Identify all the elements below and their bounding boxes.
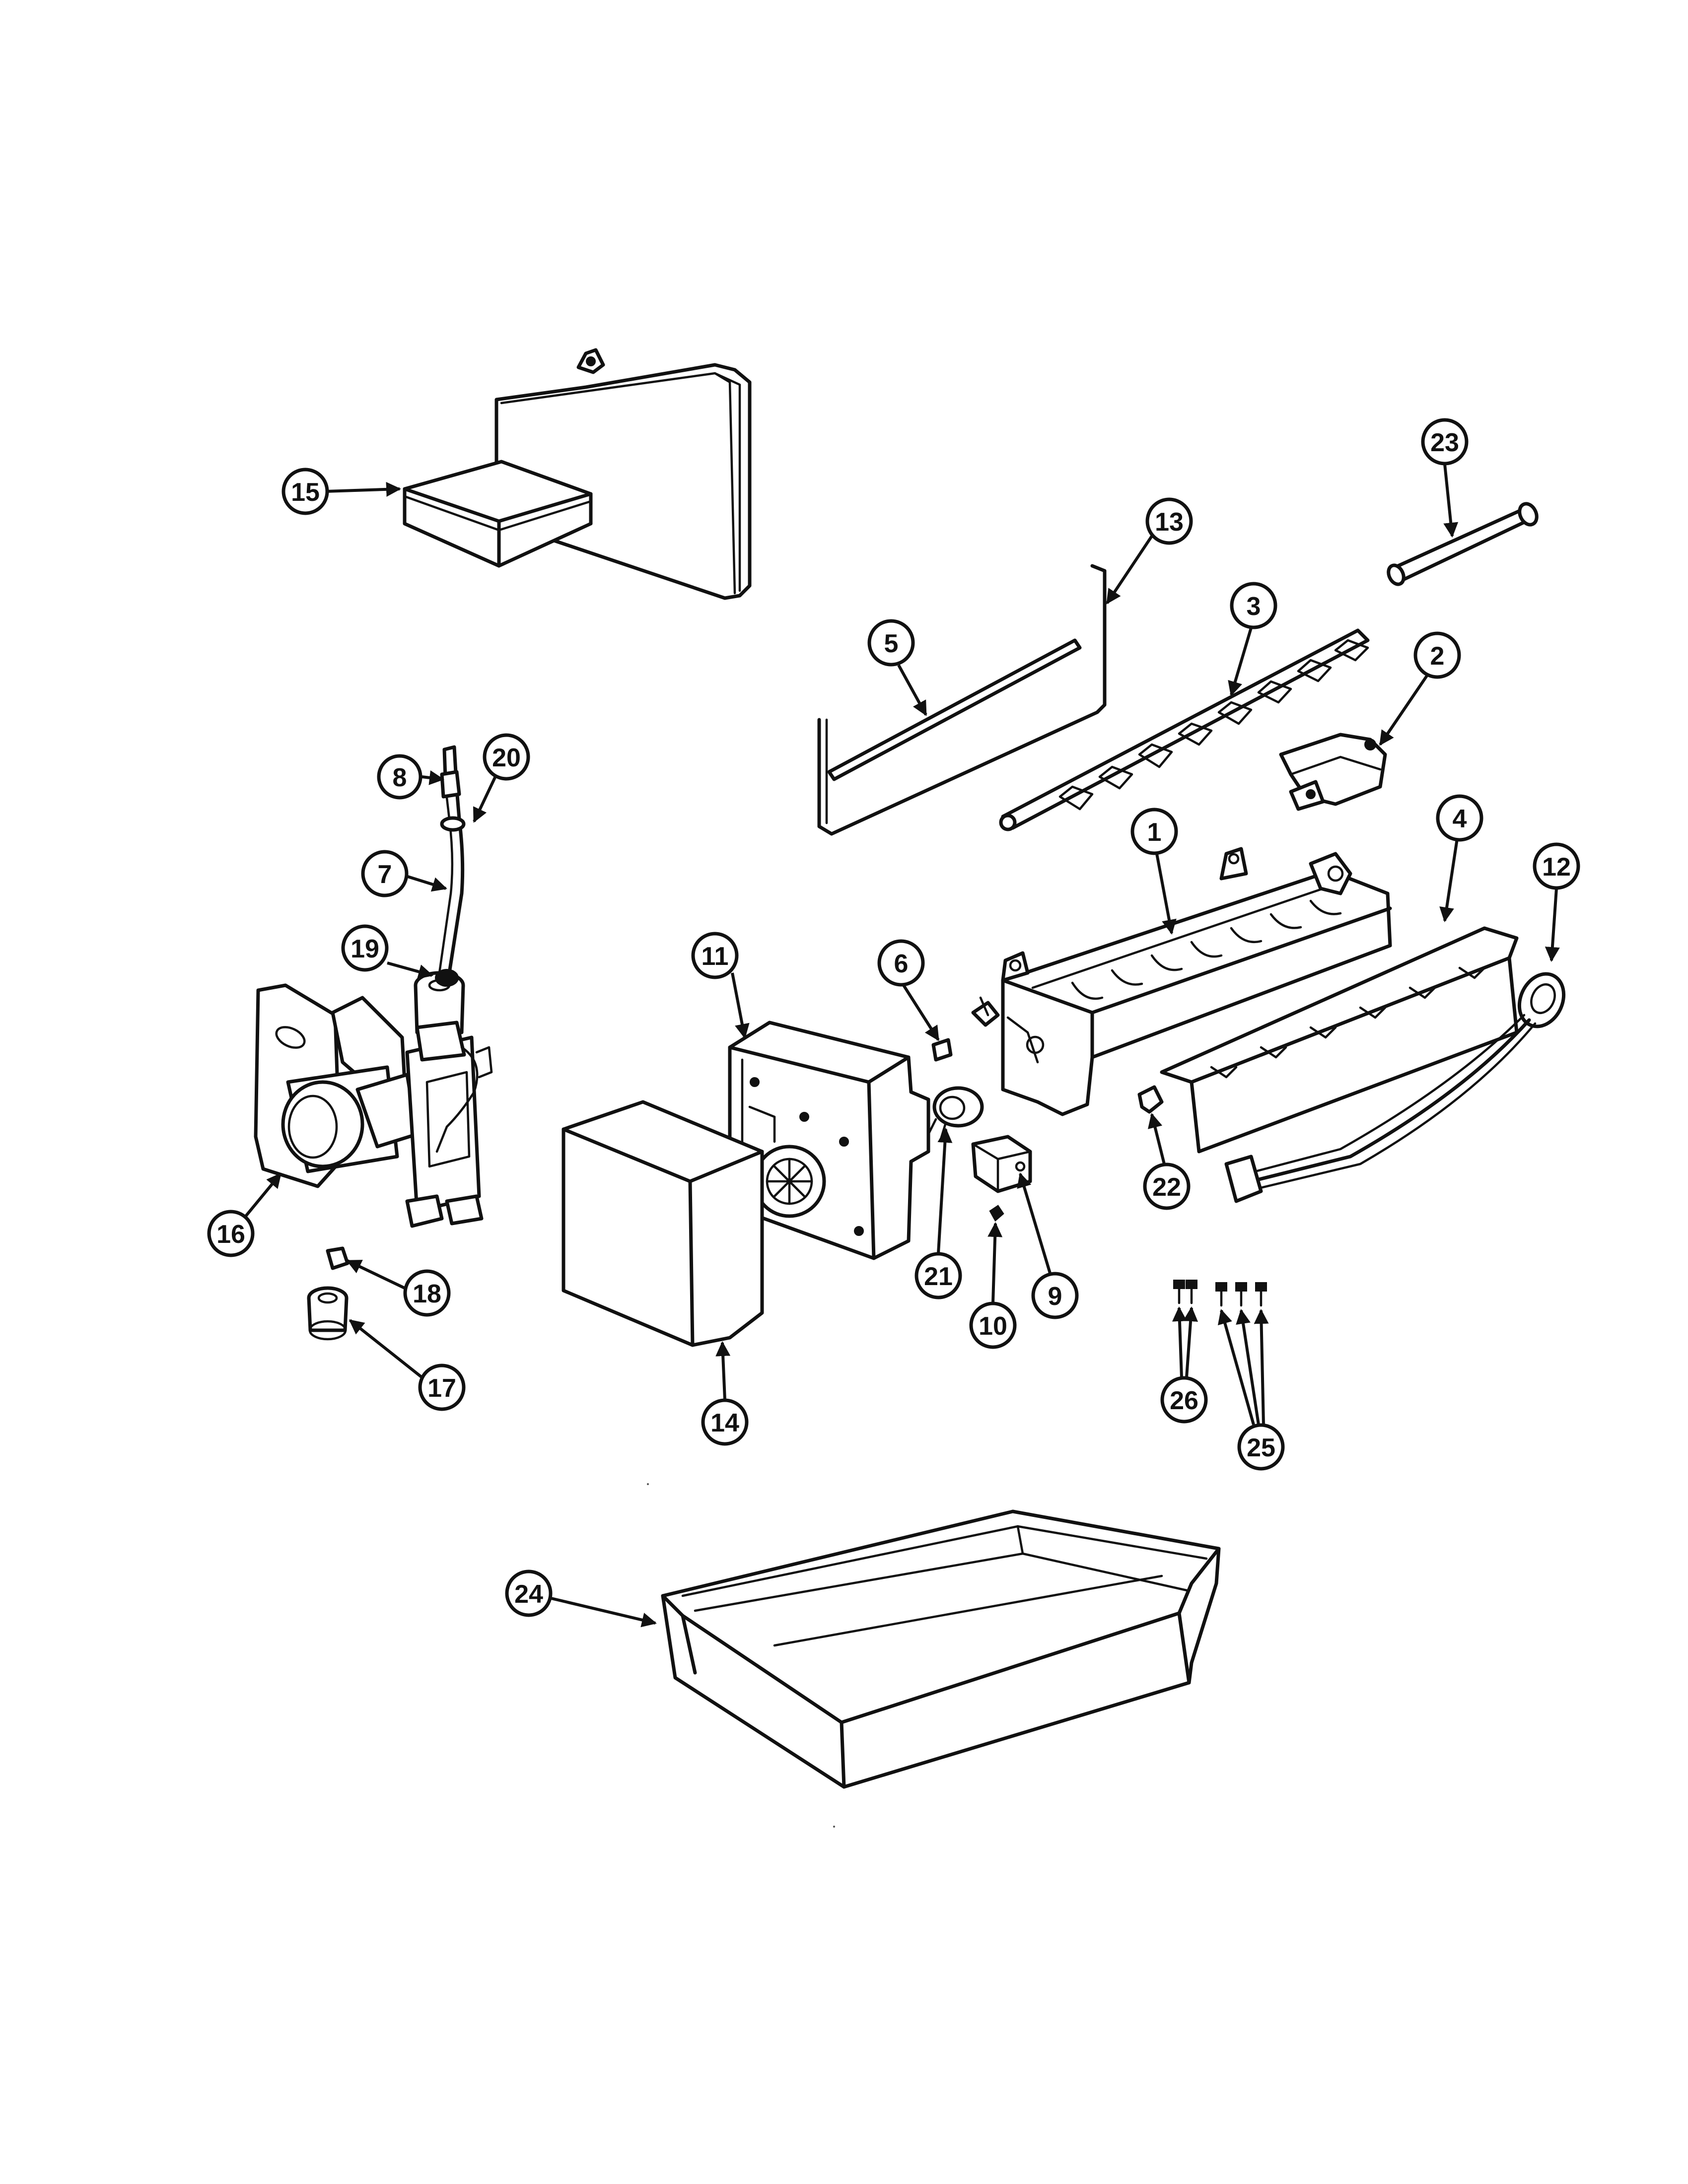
svg-text:5: 5 <box>884 629 899 658</box>
svg-text:6: 6 <box>894 950 909 978</box>
scan-speck <box>833 1826 835 1828</box>
part-16-water-valve <box>254 971 493 1228</box>
svg-text:16: 16 <box>216 1220 245 1249</box>
callout-20: 20 <box>483 733 530 781</box>
svg-text:21: 21 <box>924 1262 953 1291</box>
part-12-wire-harness <box>1224 972 1566 1203</box>
callout-14: 14 <box>701 1398 749 1446</box>
part-24-ice-bin <box>661 1509 1221 1789</box>
callout-19: 19 <box>341 924 389 972</box>
callout-24: 24 <box>505 1570 553 1617</box>
svg-text:10: 10 <box>979 1312 1007 1341</box>
callout-23: 23 <box>1421 418 1469 466</box>
part-5-rod <box>827 638 1082 781</box>
svg-text:11: 11 <box>702 942 729 971</box>
part-10-screw <box>989 1205 1004 1222</box>
part-7-water-tube <box>435 745 466 987</box>
callout-21: 21 <box>914 1252 962 1299</box>
svg-text:17: 17 <box>427 1374 456 1403</box>
callout-18: 18 <box>403 1269 451 1317</box>
callout-15: 15 <box>281 468 329 515</box>
part-6-screw <box>931 1038 953 1062</box>
callout-5: 5 <box>867 619 915 667</box>
svg-text:20: 20 <box>492 744 521 772</box>
callout-11: 11 <box>691 932 739 979</box>
callout-10: 10 <box>969 1301 1017 1349</box>
callout-12: 12 <box>1533 842 1580 890</box>
svg-text:2: 2 <box>1430 642 1445 671</box>
part-3-ejector <box>999 628 1370 831</box>
callout-1: 1 <box>1130 808 1178 855</box>
part-1-mold <box>971 847 1392 1116</box>
callout-7: 7 <box>361 850 409 897</box>
part-17-compression-nut <box>307 1286 349 1341</box>
part-18-nut <box>326 1246 350 1270</box>
part-25-screws <box>1215 1282 1267 1307</box>
callout-26: 26 <box>1160 1376 1208 1424</box>
part-26-screws <box>1173 1280 1197 1304</box>
svg-text:15: 15 <box>291 478 320 507</box>
part-22-clip <box>1137 1085 1164 1114</box>
scan-speck <box>647 1483 649 1485</box>
part-15-cover <box>403 348 752 600</box>
svg-text:4: 4 <box>1453 805 1467 833</box>
svg-text:25: 25 <box>1247 1433 1275 1462</box>
part-4-stripper <box>1160 926 1519 1154</box>
svg-text:13: 13 <box>1155 508 1184 537</box>
callout-17: 17 <box>418 1364 466 1411</box>
callout-6: 6 <box>877 939 925 987</box>
svg-text:9: 9 <box>1048 1282 1062 1311</box>
callout-9: 9 <box>1031 1272 1079 1319</box>
svg-text:3: 3 <box>1247 592 1261 621</box>
callout-13: 13 <box>1145 497 1193 545</box>
part-21-thermostat <box>927 1086 984 1141</box>
svg-text:23: 23 <box>1430 428 1459 457</box>
callout-22: 22 <box>1143 1162 1191 1210</box>
callout-2: 2 <box>1413 631 1461 679</box>
callout-4: 4 <box>1436 794 1483 842</box>
callout-16: 16 <box>207 1210 255 1257</box>
svg-text:26: 26 <box>1170 1386 1198 1415</box>
callout-3: 3 <box>1230 582 1277 629</box>
part-23-tube <box>1387 502 1539 586</box>
svg-text:1: 1 <box>1147 818 1162 847</box>
part-14-cover <box>562 1100 764 1347</box>
svg-text:14: 14 <box>710 1409 739 1437</box>
svg-text:22: 22 <box>1152 1173 1181 1202</box>
callout-25: 25 <box>1237 1423 1285 1471</box>
svg-text:18: 18 <box>413 1280 441 1308</box>
part-11-control-housing <box>728 1021 930 1260</box>
svg-text:19: 19 <box>351 935 379 963</box>
svg-text:8: 8 <box>393 763 407 792</box>
svg-text:24: 24 <box>514 1580 543 1609</box>
callout-8: 8 <box>377 754 422 800</box>
part-2-switch <box>1279 733 1387 811</box>
part-13-bail-arm <box>817 564 1107 836</box>
svg-text:12: 12 <box>1542 853 1571 882</box>
svg-text:7: 7 <box>378 860 392 889</box>
